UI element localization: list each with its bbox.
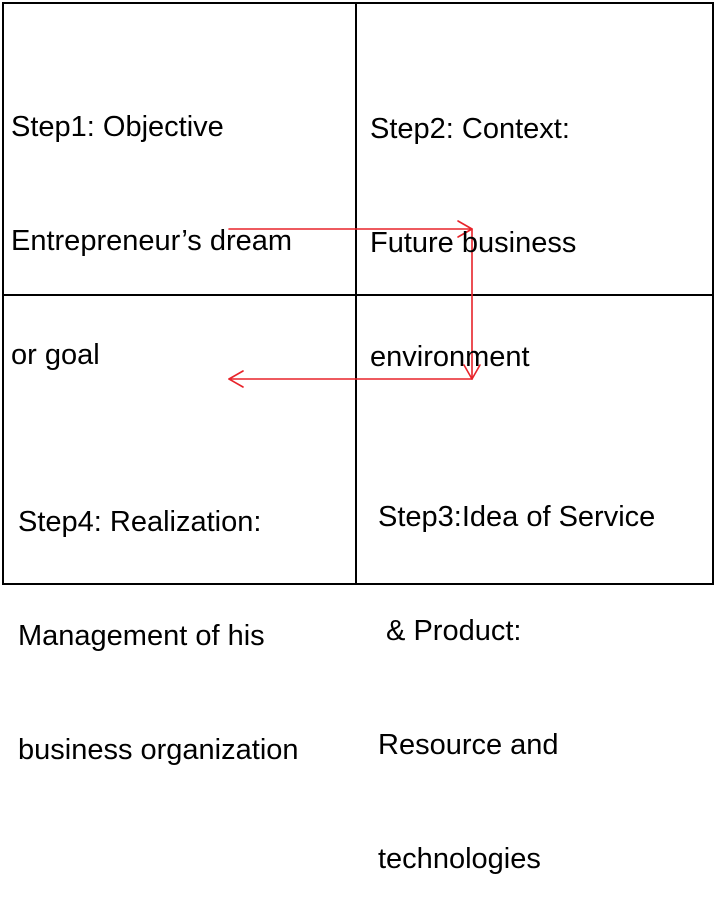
step2-context-text: Step2: Context: Future business environm…	[370, 34, 576, 414]
step3-line-4: technologies	[378, 843, 541, 875]
step4-realization-text: Step4: Realization: Management of his bu…	[18, 427, 299, 807]
step3-line-2: & Product:	[378, 615, 522, 647]
step2-line-3: environment	[370, 341, 530, 373]
flow-arrows	[228, 220, 481, 388]
step2-line-1: Step2: Context:	[370, 113, 570, 145]
step3-idea-text: Step3:Idea of Service & Product: Resourc…	[378, 422, 655, 916]
step4-line-3: business organization	[18, 734, 299, 766]
quadrant-diagram	[2, 2, 714, 585]
step1-line-1: Step1: Objective	[11, 111, 224, 143]
step1-line-2: Entrepreneur’s dream	[11, 225, 293, 257]
step2-line-2: Future business	[370, 227, 577, 259]
outer-border	[2, 2, 714, 585]
step3-line-3: Resource and	[378, 729, 559, 761]
step4-line-1: Step4: Realization:	[18, 506, 262, 538]
step3-line-1: Step3:Idea of Service	[378, 501, 656, 533]
step4-line-2: Management of his	[18, 620, 265, 652]
step1-objective-text: Step1: Objective Entrepreneur’s dream or…	[11, 32, 292, 412]
step1-line-3: or goal	[11, 339, 100, 371]
arrow-step3-to-step4-head	[228, 370, 244, 388]
